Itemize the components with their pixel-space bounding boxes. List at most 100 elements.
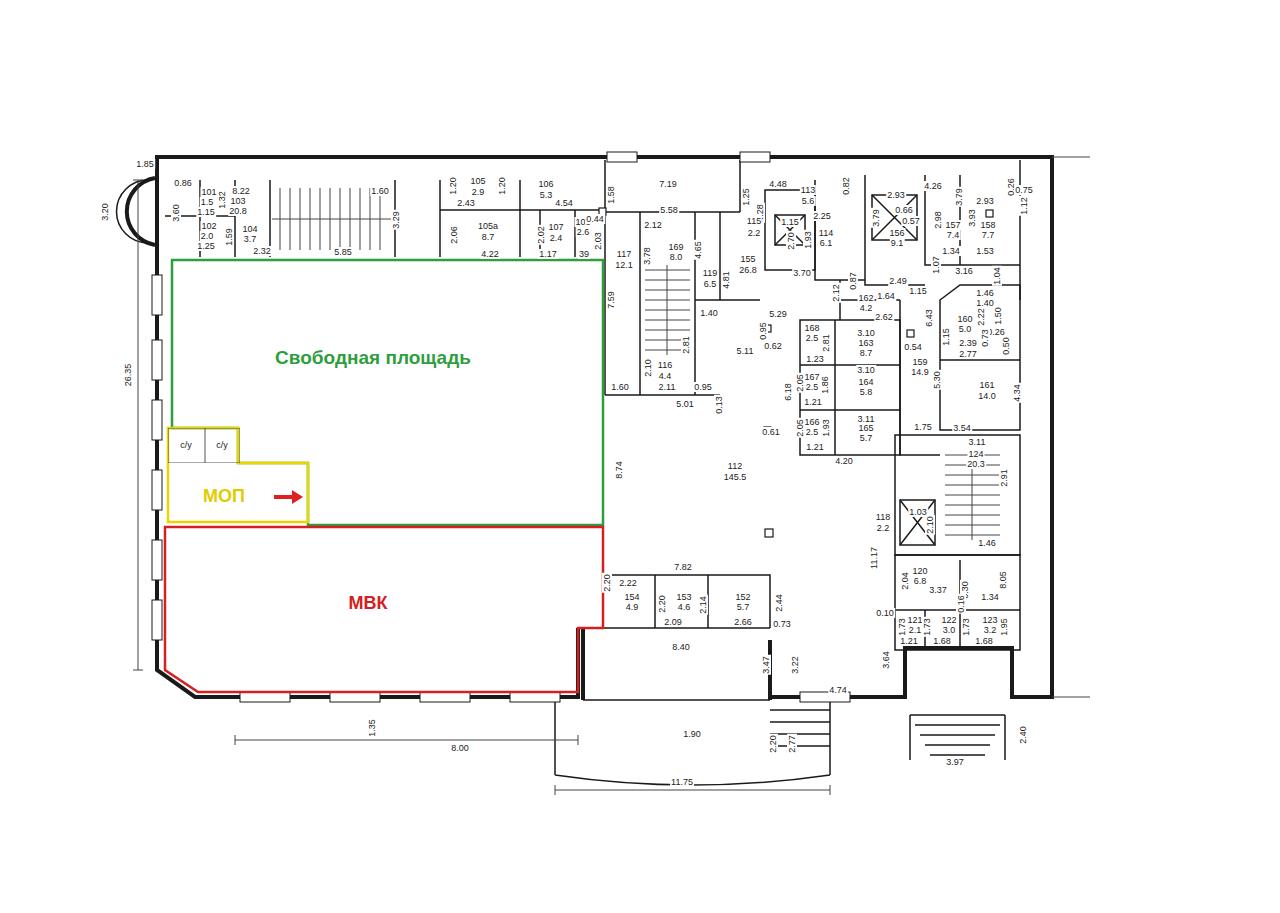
dimension-label: 4.65 xyxy=(693,240,703,260)
restroom-box: с/у xyxy=(168,428,205,463)
dimension-label: 2.12 xyxy=(831,283,841,303)
dimension-label: 2.02 xyxy=(536,225,546,245)
dimension-label: 5.0 xyxy=(958,324,973,334)
region-label: МОП xyxy=(203,487,245,507)
dimension-label: 167 xyxy=(803,372,820,382)
dimension-label: 2.81 xyxy=(681,335,691,355)
dimension-label: 5.29 xyxy=(768,309,788,319)
dimension-label: 2.5 xyxy=(805,333,820,343)
dimension-label: 1.21 xyxy=(805,442,825,452)
region-label: Свободная площадь xyxy=(275,348,471,369)
dimension-label: 162 xyxy=(857,293,874,303)
dimension-label: 26.8 xyxy=(738,265,758,275)
dimension-label: 2.14 xyxy=(698,595,708,615)
dimension-label: 2.1 xyxy=(908,625,923,635)
dimension-label: 3.79 xyxy=(871,208,881,228)
dimension-label: 105a xyxy=(477,221,499,231)
dimension-label: 0.66 xyxy=(894,205,914,215)
dimension-label: 2.10 xyxy=(925,515,935,535)
dimension-label: 2.20 xyxy=(657,594,667,614)
dimension-label: 166 xyxy=(803,417,820,427)
dimension-label: 2.93 xyxy=(975,196,995,206)
dimension-label: 2.40 xyxy=(1018,725,1028,745)
dimension-label: 2.6 xyxy=(576,227,591,237)
dimension-label: 11.75 xyxy=(670,777,694,787)
dimension-label: 3.97 xyxy=(945,757,965,767)
dimension-label: 1.04 xyxy=(992,266,1002,286)
dimension-label: 0.61 xyxy=(761,427,781,437)
dimension-label: 2.06 xyxy=(449,225,459,245)
dimension-label: 2.10 xyxy=(643,358,653,378)
dimension-label: 0.86 xyxy=(173,178,193,188)
dimension-label: 1.12 xyxy=(1019,196,1029,216)
dimension-label: 115 xyxy=(746,216,762,226)
dimension-label: 4.74 xyxy=(828,685,848,695)
dimension-label: 4.26 xyxy=(923,181,943,191)
dimension-label: 2.05 xyxy=(795,373,805,393)
dimension-label: 124 xyxy=(967,449,984,459)
dimension-label: 2.2 xyxy=(747,228,762,238)
dimension-label: 1.5 xyxy=(200,197,215,207)
dimension-label: 1.25 xyxy=(741,187,751,207)
mvk-region: МВК xyxy=(160,524,610,696)
dimension-label: 2.22 xyxy=(976,307,986,327)
dimension-label: 118 xyxy=(875,512,891,522)
dimension-label: 1.73 xyxy=(922,617,932,637)
dimension-label: 1.60 xyxy=(610,382,630,392)
dimension-label: 113 xyxy=(800,185,816,195)
dimension-label: 26.35 xyxy=(123,363,133,388)
dimension-label: 8.00 xyxy=(450,743,470,753)
dimension-label: 7.4 xyxy=(946,230,961,240)
dimension-label: 2.81 xyxy=(821,333,831,353)
dimension-label: 0.75 xyxy=(1014,185,1034,195)
dimension-label: 2.09 xyxy=(663,617,683,627)
dimension-label: 155 xyxy=(739,254,756,264)
dimension-label: 2.04 xyxy=(900,571,910,591)
dimension-label: 2.77 xyxy=(787,734,797,754)
dimension-label: 1.35 xyxy=(367,718,377,738)
dimension-label: 1.73 xyxy=(961,617,971,637)
dimension-label: 1.93 xyxy=(821,418,831,438)
dimension-label: 0.95 xyxy=(758,321,768,341)
dimension-label: 2.70 xyxy=(786,231,796,251)
dimension-label: 2.9 xyxy=(471,187,486,197)
dimension-label: 5.8 xyxy=(859,387,874,397)
dimension-label: 2.39 xyxy=(958,338,978,348)
dimension-label: 106 xyxy=(537,179,554,189)
direction-arrow xyxy=(274,490,303,504)
dimension-label: 1.46 xyxy=(977,538,997,548)
dimension-label: 120 xyxy=(911,566,928,576)
dimension-label: 1.15 xyxy=(908,286,928,296)
dimension-label: 5.85 xyxy=(333,247,353,257)
dimension-label: 2.11 xyxy=(658,382,677,392)
dimension-label: 4.54 xyxy=(554,198,574,208)
dimension-label: 114 xyxy=(818,228,834,238)
dimension-label: 116 xyxy=(657,360,673,370)
dimension-label: 4.6 xyxy=(677,602,692,612)
dimension-label: 1.60 xyxy=(370,186,390,196)
dimension-label: 5.11 xyxy=(736,346,755,356)
dimension-label: 11.17 xyxy=(869,546,879,570)
dimension-label: 122 xyxy=(940,615,957,625)
dimension-label: 169 xyxy=(667,242,684,252)
dimension-label: 8.74 xyxy=(614,460,624,480)
dimension-label: 102 xyxy=(200,221,217,231)
dimension-label: 2.5 xyxy=(805,427,820,437)
dimension-label: 2.77 xyxy=(958,349,978,359)
dimension-label: 1.58 xyxy=(606,185,616,205)
dimension-label: 39 xyxy=(578,249,590,259)
dimension-label: 4.2 xyxy=(859,303,874,313)
dimension-label: 152 xyxy=(734,592,751,602)
dimension-label: 2.2 xyxy=(876,523,891,533)
dimension-label: 0.44 xyxy=(585,214,605,224)
dimension-label: 3.93 xyxy=(967,208,977,228)
dimension-label: 3.16 xyxy=(954,266,974,276)
dimension-label: 0.87 xyxy=(848,271,858,291)
dimension-label: 0.16 xyxy=(956,594,966,614)
dimension-label: 1.75 xyxy=(913,422,933,432)
dimension-label: 160 xyxy=(956,314,973,324)
dimension-label: 1.46 xyxy=(975,288,995,298)
dimension-label: 1.17 xyxy=(538,249,558,259)
